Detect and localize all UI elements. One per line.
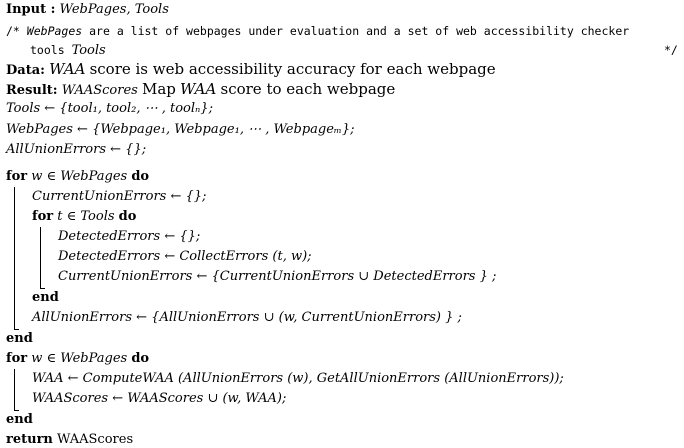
loop3-bar [14, 369, 15, 410]
cur-init: CurrentUnionErrors ← {}; [32, 189, 207, 204]
input-line: Input : WebPages, Tools [6, 2, 169, 18]
loop1-bar [14, 187, 15, 329]
end-loop-3: end [6, 412, 33, 427]
return-line: return WAAScores [6, 432, 134, 447]
data-line: Data: WAA score is web accessibility acc… [6, 60, 496, 78]
det-collect: DetectedErrors ← CollectErrors (t, w); [58, 249, 312, 264]
for-loop-3: for w ∈ WebPages do [6, 351, 150, 366]
all-union: AllUnionErrors ← {AllUnionErrors ∪ (w, C… [32, 310, 462, 325]
waa-scores: WAAScores ← WAAScores ∪ (w, WAA); [32, 391, 287, 406]
loop2-hook [40, 288, 45, 289]
input-value: WebPages, Tools [59, 2, 169, 17]
webpages-assign: WebPages ← {Webpage₁, Webpage₁, ⋯ , Webp… [6, 122, 355, 137]
loop3-hook [14, 410, 19, 411]
result-line: Result: WAAScores Map WAA score to each … [6, 80, 396, 98]
loop1-hook [14, 329, 19, 330]
comment-close: */ [664, 43, 678, 57]
loop2-bar [40, 227, 41, 288]
end-loop-2: end [32, 290, 59, 305]
comment-line-2: tools Tools [30, 43, 106, 58]
waa-compute: WAA ← ComputeWAA (AllUnionErrors (w), Ge… [32, 371, 564, 386]
for-loop-1: for w ∈ WebPages do [6, 169, 150, 184]
end-loop-1: end [6, 331, 33, 346]
input-keyword: Input : [6, 2, 56, 17]
det-init: DetectedErrors ← {}; [58, 229, 201, 244]
comment-line-1: /* WebPages are a list of webpages under… [6, 24, 630, 38]
cur-union: CurrentUnionErrors ← {CurrentUnionErrors… [58, 269, 497, 284]
for-loop-2: for t ∈ Tools do [32, 209, 137, 224]
tools-assign: Tools ← {tool₁, tool₂, ⋯ , toolₙ}; [6, 101, 213, 116]
allunion-init: AllUnionErrors ← {}; [6, 142, 147, 157]
